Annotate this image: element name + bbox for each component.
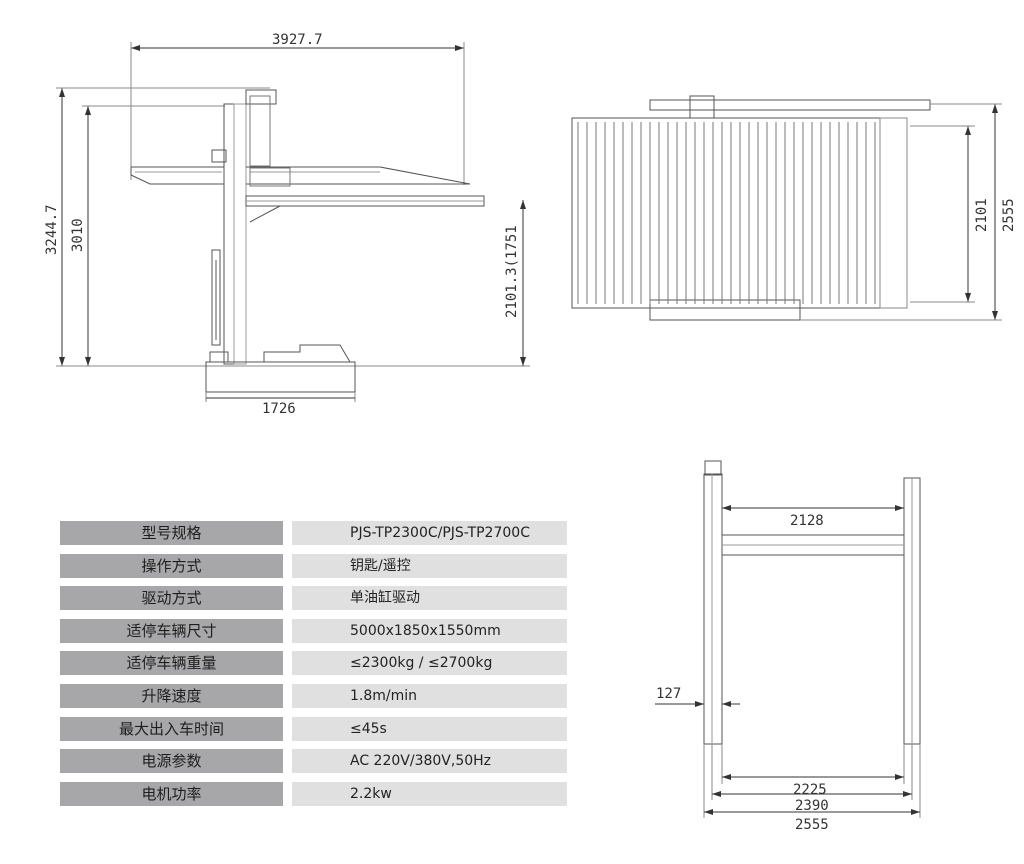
dim-front-inner: 2225 (793, 782, 827, 798)
spec-label: 最大出入车时间 (60, 716, 283, 741)
spec-row: 适停车辆尺寸 5000x1850x1550mm (60, 618, 567, 643)
spec-table: 型号规格 PJS-TP2300C/PJS-TP2700C 操作方式 钥匙/遥控 … (60, 521, 567, 814)
spec-value: 1.8m/min (292, 683, 567, 708)
dim-side-base: 1726 (262, 401, 296, 417)
spec-row: 驱动方式 单油缸驱动 (60, 586, 567, 611)
spec-label: 驱动方式 (60, 586, 283, 611)
spec-label: 型号规格 (60, 521, 283, 545)
front-view: 2128 127 2225 2390 2555 (655, 460, 921, 833)
spec-value: 单油缸驱动 (292, 586, 567, 611)
top-view: 2101 2555 (571, 95, 1017, 321)
side-view: 3927.7 3244.7 3010 2101.3(1751 (44, 32, 530, 417)
spec-label: 升降速度 (60, 683, 283, 708)
dim-side-clearance: 2101.3(1751 (504, 225, 520, 318)
dim-front-offset: 127 (656, 686, 681, 702)
dim-top-inner: 2101 (974, 198, 990, 232)
dim-front-total: 2555 (795, 817, 829, 833)
dim-side-height-post: 3010 (70, 218, 86, 252)
spec-row: 操作方式 钥匙/遥控 (60, 553, 567, 578)
spec-row: 电源参数 AC 220V/380V,50Hz (60, 749, 567, 774)
dim-front-mid: 2390 (795, 798, 829, 814)
spec-row: 适停车辆重量 ≤2300kg / ≤2700kg (60, 651, 567, 676)
dim-side-width: 3927.7 (272, 32, 323, 48)
spec-row: 电机功率 2.2kw (60, 781, 567, 806)
spec-value: 5000x1850x1550mm (292, 618, 567, 643)
dim-side-height-total: 3244.7 (44, 204, 60, 255)
spec-label: 适停车辆尺寸 (60, 618, 283, 643)
dim-front-top: 2128 (790, 513, 824, 529)
spec-row: 最大出入车时间 ≤45s (60, 716, 567, 741)
spec-row: 型号规格 PJS-TP2300C/PJS-TP2700C (60, 521, 567, 545)
spec-label: 电机功率 (60, 781, 283, 806)
spec-value: ≤2300kg / ≤2700kg (292, 651, 567, 676)
spec-row: 升降速度 1.8m/min (60, 683, 567, 708)
spec-value: 2.2kw (292, 781, 567, 806)
spec-value: AC 220V/380V,50Hz (292, 749, 567, 774)
spec-value: ≤45s (292, 716, 567, 741)
spec-label: 适停车辆重量 (60, 651, 283, 676)
dim-top-width: 2555 (1001, 198, 1017, 232)
spec-label: 电源参数 (60, 749, 283, 774)
spec-label: 操作方式 (60, 553, 283, 578)
spec-value: PJS-TP2300C/PJS-TP2700C (292, 521, 567, 545)
spec-value: 钥匙/遥控 (292, 553, 567, 578)
